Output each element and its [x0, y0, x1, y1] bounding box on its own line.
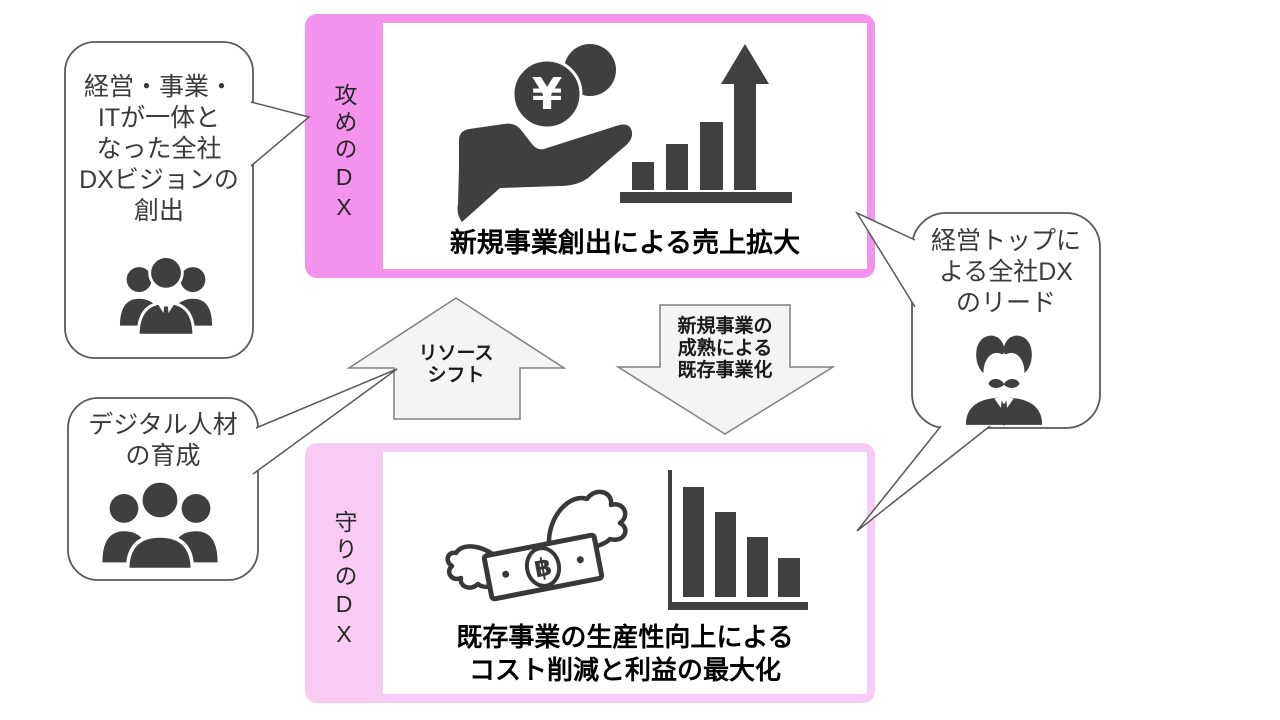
yen-symbol: ¥ [532, 69, 563, 120]
mustache [988, 379, 1020, 388]
baht-symbol: ฿ [532, 552, 555, 584]
talent-line1: デジタル人材 [88, 411, 238, 439]
talent-callout-text: デジタル人材 の育成 [68, 410, 258, 472]
leadership-callout-tail-lower [856, 425, 991, 532]
maturation-down-arrow [615, 304, 836, 435]
defensive-dx-title-line1: 既存事業の生産性向上による [456, 622, 794, 652]
maturation-label-line2: 成熟による [677, 338, 773, 359]
vision-line4: DXビジョンの [79, 166, 239, 194]
vision-line3: なった全社 [96, 135, 222, 163]
leadership-line2: よる全社DX [939, 258, 1073, 286]
resource-shift-label-line1: リソース [418, 343, 494, 364]
executive-icon [965, 335, 1043, 426]
leadership-callout-text: 経営トップに よる全社DX のリード [912, 226, 1100, 319]
resource-shift-label: リソース シフト [376, 343, 536, 387]
defensive-dx-side-label-wrap: 守りのDX [305, 508, 383, 653]
maturation-label: 新規事業の 成熟による 既存事業化 [645, 316, 805, 382]
vision-line1: 経営・事業・ [83, 73, 234, 101]
vision-callout-text: 経営・事業・ ITが一体と なった全社 DXビジョンの 創出 [65, 72, 253, 227]
leadership-line1: 経営トップに [930, 227, 1081, 255]
hand-coins-icon: ¥ [457, 44, 633, 222]
growth-chart-icon [620, 44, 792, 203]
banknote: ฿ [481, 532, 605, 602]
hand-shape [457, 123, 633, 222]
vision-callout-tail [250, 101, 311, 167]
leadership-callout-bubble [911, 212, 1101, 429]
flying-money-icon: ฿ [445, 489, 628, 602]
decline-chart-icon [668, 470, 808, 610]
team-icon [102, 479, 218, 572]
vision-line5: 創出 [133, 197, 184, 225]
resource-shift-up-arrow [346, 297, 567, 420]
defensive-dx-title: 既存事業の生産性向上による コスト削減と利益の最大化 [383, 621, 867, 687]
talent-callout-tail [252, 368, 398, 475]
maturation-label-line3: 既存事業化 [677, 360, 773, 381]
team-suit-icon [119, 255, 213, 337]
offensive-dx-side-label-wrap: 攻めのDX [305, 78, 383, 228]
talent-line2: の育成 [125, 442, 201, 470]
maturation-label-line1: 新規事業の [677, 316, 773, 337]
leadership-line3: のリード [955, 289, 1056, 317]
resource-shift-label-line2: シフト [427, 365, 485, 386]
right-wing [546, 489, 628, 552]
offensive-dx-side-label: 攻めのDX [331, 82, 357, 224]
vision-line2: ITが一体と [97, 104, 221, 132]
defensive-dx-side-label: 守りのDX [331, 510, 357, 651]
leadership-callout-tail-upper [855, 211, 916, 308]
hair [976, 335, 1032, 374]
offensive-dx-title: 新規事業創出による売上拡大 [449, 228, 801, 258]
defensive-dx-title-line2: コスト削減と利益の最大化 [468, 655, 781, 685]
vision-callout-bubble [64, 41, 254, 359]
